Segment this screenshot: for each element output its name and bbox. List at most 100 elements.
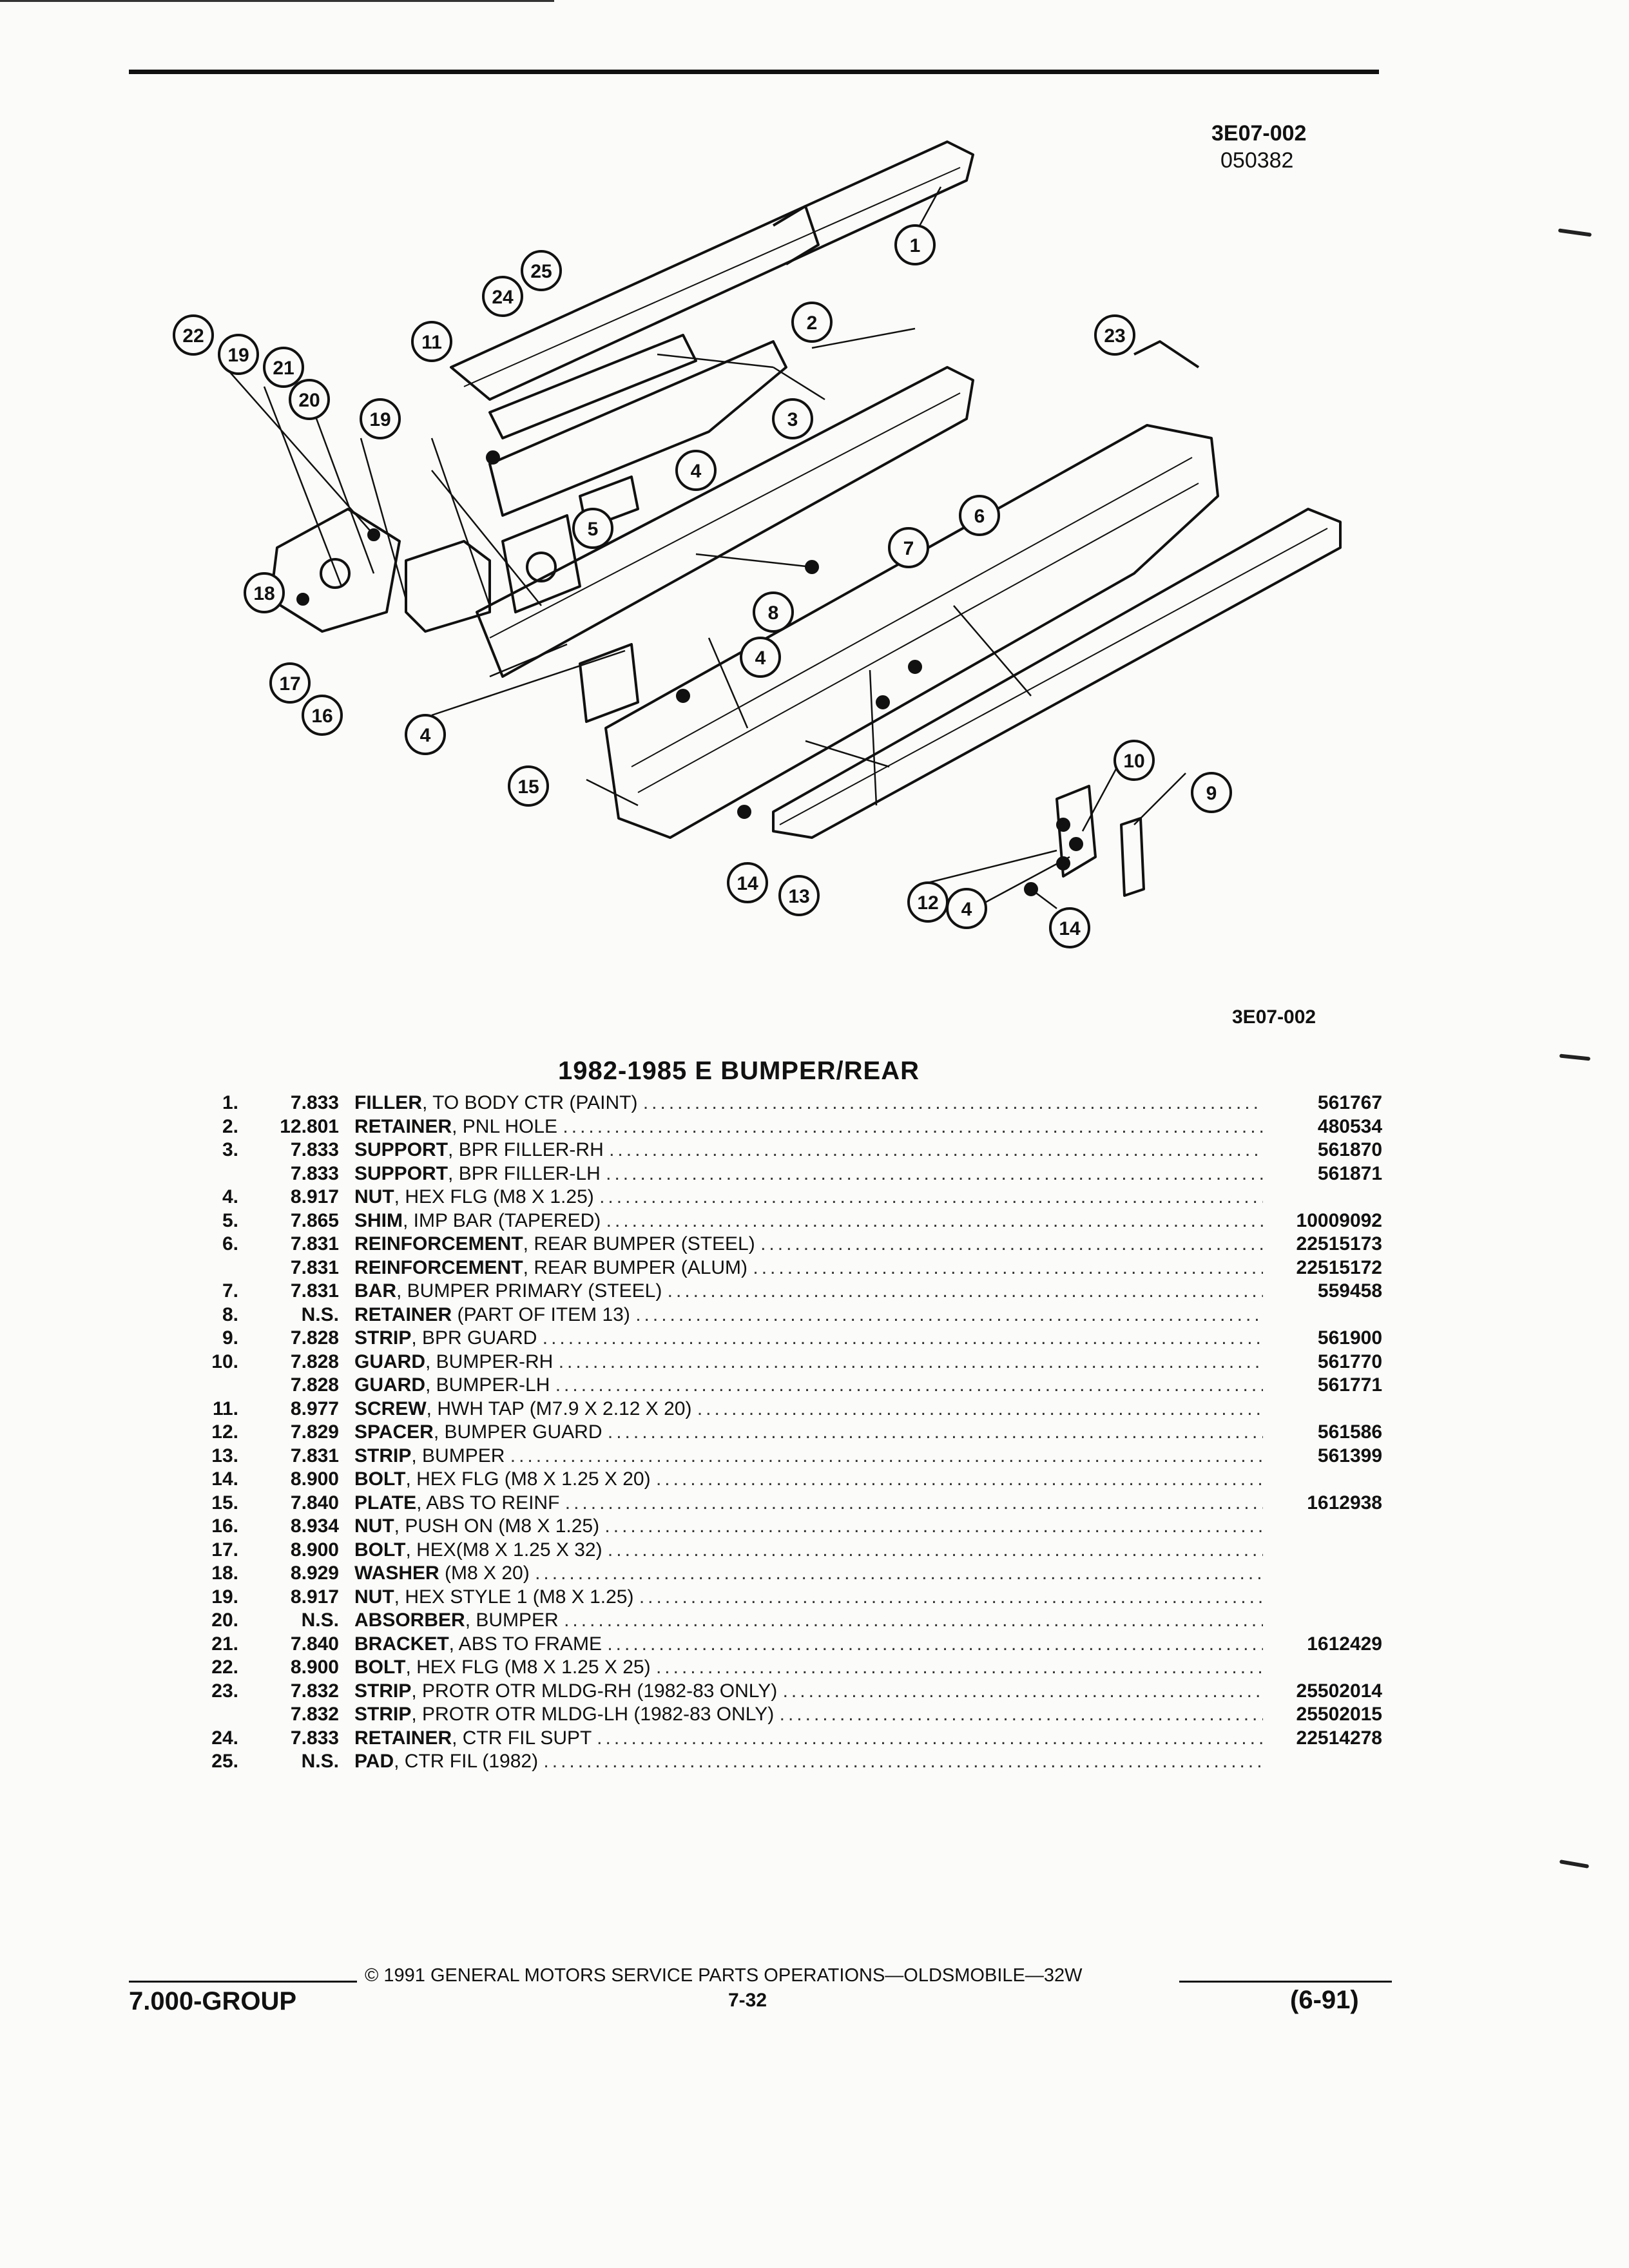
part-number: 561399 bbox=[1317, 1445, 1382, 1466]
part-description: SCREW, HWH TAP (M7.9 X 2.12 X 20) ......… bbox=[354, 1398, 1263, 1421]
callout-label: 4 bbox=[420, 725, 431, 746]
leader-dots: ........................................… bbox=[542, 1327, 1263, 1349]
part-detail: , BUMPER-LH bbox=[425, 1374, 550, 1396]
item-number: 19. bbox=[211, 1586, 238, 1608]
group-number: 12.801 bbox=[280, 1115, 339, 1137]
part-name: GUARD bbox=[354, 1374, 425, 1396]
part-number: 1612429 bbox=[1307, 1633, 1382, 1655]
part-detail: , REAR BUMPER (ALUM) bbox=[523, 1256, 748, 1278]
callout-label: 2 bbox=[807, 312, 818, 334]
group-number: N.S. bbox=[301, 1610, 339, 1631]
part-name: GUARD bbox=[354, 1350, 425, 1372]
part-description: SUPPORT, BPR FILLER-RH .................… bbox=[354, 1139, 1263, 1162]
part-name: WASHER bbox=[354, 1562, 439, 1584]
footer-copyright: © 1991 GENERAL MOTORS SERVICE PARTS OPER… bbox=[365, 1965, 1083, 1986]
part-name: BOLT bbox=[354, 1539, 406, 1561]
part-detail: , CTR FIL (1982) bbox=[394, 1751, 539, 1772]
part-name: STRIP bbox=[354, 1445, 412, 1466]
part-detail: , PUSH ON (M8 X 1.25) bbox=[394, 1515, 600, 1537]
part-description: SUPPORT, BPR FILLER-LH .................… bbox=[354, 1162, 1263, 1186]
group-number: 7.833 bbox=[290, 1092, 339, 1113]
top-left-rule bbox=[0, 0, 554, 2]
callout-label: 21 bbox=[273, 358, 294, 379]
part-description: BOLT, HEX FLG (M8 X 1.25 X 20) .........… bbox=[354, 1468, 1263, 1492]
part-description: NUT, HEX FLG (M8 X 1.25) ...............… bbox=[354, 1186, 1263, 1209]
callout-label: 11 bbox=[421, 332, 442, 353]
part-description: RETAINER (PART OF ITEM 13) .............… bbox=[354, 1303, 1263, 1327]
group-number: 7.829 bbox=[290, 1421, 339, 1443]
part-detail: , REAR BUMPER (STEEL) bbox=[523, 1233, 755, 1254]
part-description: BRACKET, ABS TO FRAME ..................… bbox=[354, 1633, 1263, 1657]
part-detail: , BUMPER GUARD bbox=[433, 1421, 602, 1443]
callout-label: 24 bbox=[492, 287, 514, 308]
part-number: 480534 bbox=[1317, 1115, 1382, 1137]
part-detail: , ABS TO FRAME bbox=[448, 1633, 602, 1655]
group-number: 8.900 bbox=[290, 1539, 339, 1561]
part-name: NUT bbox=[354, 1186, 394, 1207]
callout-label: 13 bbox=[788, 886, 809, 907]
group-number: 8.934 bbox=[290, 1515, 339, 1537]
group-number: 7.828 bbox=[290, 1327, 339, 1349]
part-name: FILLER bbox=[354, 1092, 422, 1113]
header-rule bbox=[129, 70, 1379, 74]
callout-label: 4 bbox=[961, 899, 972, 920]
margin-mark bbox=[1559, 1860, 1590, 1869]
group-number: N.S. bbox=[301, 1751, 339, 1772]
leader-dots: ........................................… bbox=[655, 1657, 1263, 1678]
part-detail: , HEX FLG (M8 X 1.25 X 20) bbox=[405, 1468, 651, 1490]
footer-rule-left bbox=[129, 1981, 357, 1983]
group-number: 7.865 bbox=[290, 1209, 339, 1231]
group-number: 8.977 bbox=[290, 1398, 339, 1419]
part-name: NUT bbox=[354, 1586, 394, 1608]
item-number: 18. bbox=[211, 1562, 238, 1584]
leader-dots: ........................................… bbox=[543, 1751, 1263, 1772]
part-name: BAR bbox=[354, 1280, 396, 1302]
part-name: BOLT bbox=[354, 1657, 406, 1678]
part-detail: , HEX STYLE 1 (M8 X 1.25) bbox=[394, 1586, 634, 1608]
callout-label: 14 bbox=[1059, 918, 1081, 939]
leader-dots: ........................................… bbox=[604, 1515, 1263, 1537]
part-number: 22515172 bbox=[1296, 1256, 1382, 1278]
callout-label: 20 bbox=[298, 390, 320, 411]
group-number: N.S. bbox=[301, 1303, 339, 1325]
parts-row: 7.831 REINFORCEMENT, REAR BUMPER (ALUM) .… bbox=[193, 1256, 1411, 1280]
item-number: 4. bbox=[222, 1186, 238, 1207]
callout-label: 23 bbox=[1104, 325, 1125, 347]
illustration-code: 3E07-002 bbox=[1211, 121, 1307, 146]
part-description: STRIP, BPR GUARD .......................… bbox=[354, 1327, 1263, 1350]
part-description: REINFORCEMENT, REAR BUMPER (ALUM) ......… bbox=[354, 1256, 1263, 1280]
exploded-parts-diagram: 1 2 3 4 4 4 4 5 6 7 8 9 10 11 12 13 14 1… bbox=[173, 140, 1342, 948]
part-description: BOLT, HEX FLG (M8 X 1.25 X 25) .........… bbox=[354, 1656, 1263, 1680]
leader-dots: ........................................… bbox=[607, 1421, 1263, 1443]
group-number: 7.833 bbox=[290, 1727, 339, 1749]
item-number: 7. bbox=[222, 1280, 238, 1302]
part-name: RETAINER bbox=[354, 1727, 452, 1749]
part-name: STRIP bbox=[354, 1327, 412, 1349]
part-description: RETAINER, PNL HOLE .....................… bbox=[354, 1115, 1263, 1139]
part-name: STRIP bbox=[354, 1680, 412, 1702]
callout-label: 25 bbox=[530, 261, 552, 282]
part-number: 559458 bbox=[1317, 1280, 1382, 1302]
leader-dots: ........................................… bbox=[635, 1303, 1263, 1325]
item-number: 15. bbox=[211, 1492, 238, 1514]
bumper-bar-shape bbox=[604, 424, 1219, 839]
group-number: 7.831 bbox=[290, 1256, 339, 1278]
item-number: 14. bbox=[211, 1468, 238, 1490]
part-detail: , BPR FILLER-LH bbox=[448, 1162, 601, 1184]
parts-row: 8.N.S.RETAINER (PART OF ITEM 13) .......… bbox=[193, 1303, 1411, 1327]
part-description: NUT, PUSH ON (M8 X 1.25) ...............… bbox=[354, 1515, 1263, 1539]
part-number: 1612938 bbox=[1307, 1492, 1382, 1514]
item-number: 16. bbox=[211, 1515, 238, 1537]
diagram-code: 3E07-002 bbox=[1232, 1006, 1316, 1028]
callout-label: 19 bbox=[227, 345, 249, 366]
part-number: 561870 bbox=[1317, 1139, 1382, 1160]
group-number: 7.832 bbox=[290, 1704, 339, 1725]
